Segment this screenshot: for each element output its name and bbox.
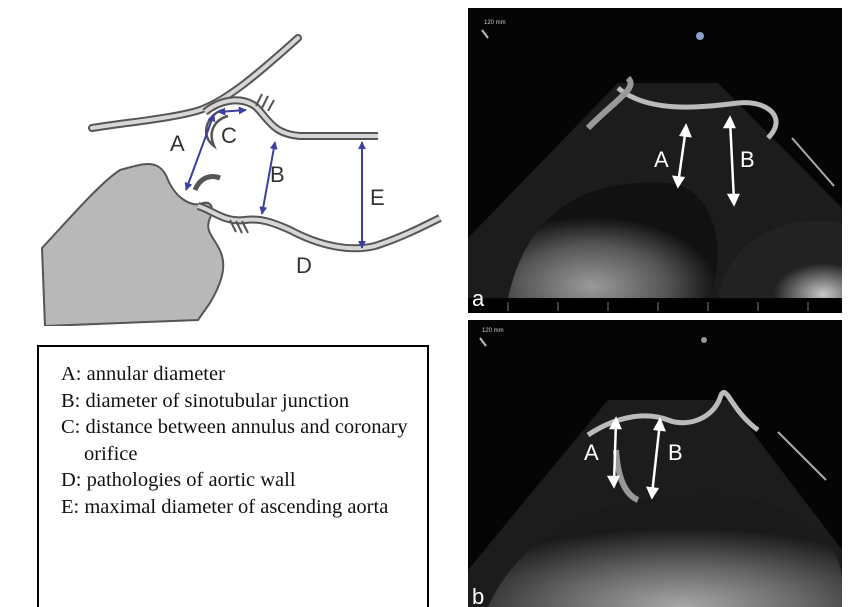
echo-a-scan: 120 mm A B: [468, 8, 842, 313]
legend-list: A: annular diameter B: diameter of sinot…: [39, 347, 427, 520]
legend-item-d: D: pathologies of aortic wall: [61, 467, 427, 494]
schematic-drawing: A C B E D: [10, 8, 458, 326]
label-b: B: [270, 162, 285, 187]
panel-letter-b: b: [472, 584, 484, 607]
panel-letter-a: a: [472, 286, 484, 312]
echo-b-label-a: A: [584, 440, 599, 465]
legend-item-b: B: diameter of sinotubular junction: [61, 388, 427, 415]
echo-a-label-b: B: [740, 147, 755, 172]
echo-a-label-a: A: [654, 147, 669, 172]
label-d: D: [296, 253, 312, 278]
echo-b-scan: 120 mm A B: [468, 320, 842, 607]
label-a: A: [170, 131, 185, 156]
echo-image-b: 120 mm A B b: [468, 320, 842, 607]
label-e: E: [370, 185, 385, 210]
svg-text:120 mm: 120 mm: [484, 20, 506, 26]
svg-text:120 mm: 120 mm: [482, 328, 504, 334]
echo-b-label-b: B: [668, 440, 683, 465]
label-c: C: [221, 123, 237, 148]
echo-image-a: 120 mm A B a: [468, 8, 842, 313]
valve-leaflet-lower: [195, 177, 220, 191]
legend-item-a: A: annular diameter: [61, 361, 427, 388]
aortic-root-schematic: A C B E D: [10, 8, 458, 326]
legend-box: A: annular diameter B: diameter of sinot…: [37, 345, 429, 607]
legend-item-c: C: distance between annulus and coronary…: [61, 414, 427, 467]
legend-item-e: E: maximal diameter of ascending aorta: [61, 494, 427, 521]
